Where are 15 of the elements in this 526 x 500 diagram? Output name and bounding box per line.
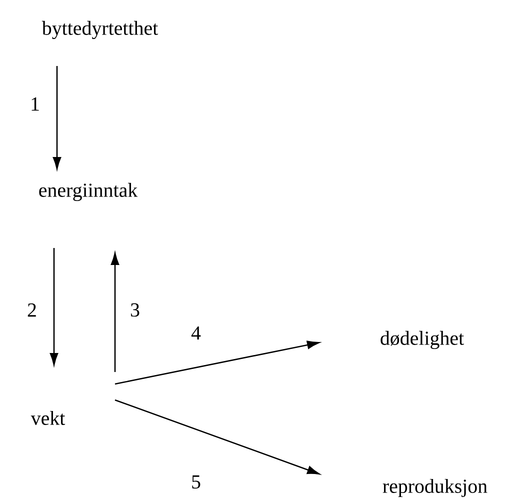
node-label: byttedyrtetthet: [42, 20, 158, 40]
arrow: [114, 399, 320, 474]
node-label: dødelighet: [380, 330, 464, 350]
arrow: [52, 66, 62, 170]
arrow: [110, 252, 120, 372]
edge-label: 5: [190, 474, 202, 490]
node-label: vekt: [30, 410, 66, 425]
node-label: reproduksjon: [382, 478, 488, 498]
edge-label: 1: [29, 96, 41, 112]
arrow: [50, 248, 58, 366]
arrow: [114, 340, 320, 385]
edge-label: 4: [190, 325, 202, 341]
node-label: energiinntak: [39, 182, 138, 202]
edge-label: 3: [129, 302, 141, 318]
edge-label: 2: [26, 302, 38, 318]
